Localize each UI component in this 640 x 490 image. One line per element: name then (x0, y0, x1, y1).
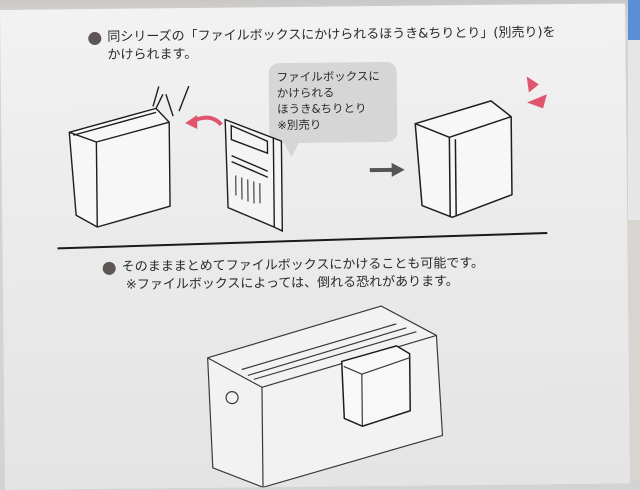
section1-text: 同シリーズの「ファイルボックスにかけられるほうき&ちりとり」(別売り)を かけら… (88, 24, 556, 65)
adjacent-page-edge (628, 0, 640, 480)
callout-line: ほうき&ちりとり (276, 101, 367, 117)
bullet-icon (88, 31, 102, 46)
broom-dustpan-illustration (224, 118, 284, 233)
curved-arrow-icon (185, 114, 223, 129)
assembled-container-illustration (414, 100, 513, 219)
instruction-sheet: 同シリーズの「ファイルボックスにかけられるほうき&ちりとり」(別売り)を かけら… (0, 3, 630, 490)
callout-line: ※別売り (277, 117, 322, 133)
emphasis-marks-icon (526, 76, 547, 109)
callout-line: ファイルボックスに (276, 69, 380, 85)
section2-text: そのまままとめてファイルボックスにかけることも可能です。 ※ファイルボックスによ… (102, 255, 485, 295)
file-box-illustration (207, 305, 444, 488)
section1-line2: かけられます。 (107, 46, 198, 63)
section-divider (57, 232, 548, 250)
container-illustration (68, 86, 190, 228)
bullet-icon (102, 261, 116, 275)
callout-line: かけられる (276, 85, 335, 101)
section2-line2: ※ファイルボックスによっては、倒れる恐れがあります。 (125, 274, 459, 293)
right-arrow-icon (369, 162, 405, 177)
